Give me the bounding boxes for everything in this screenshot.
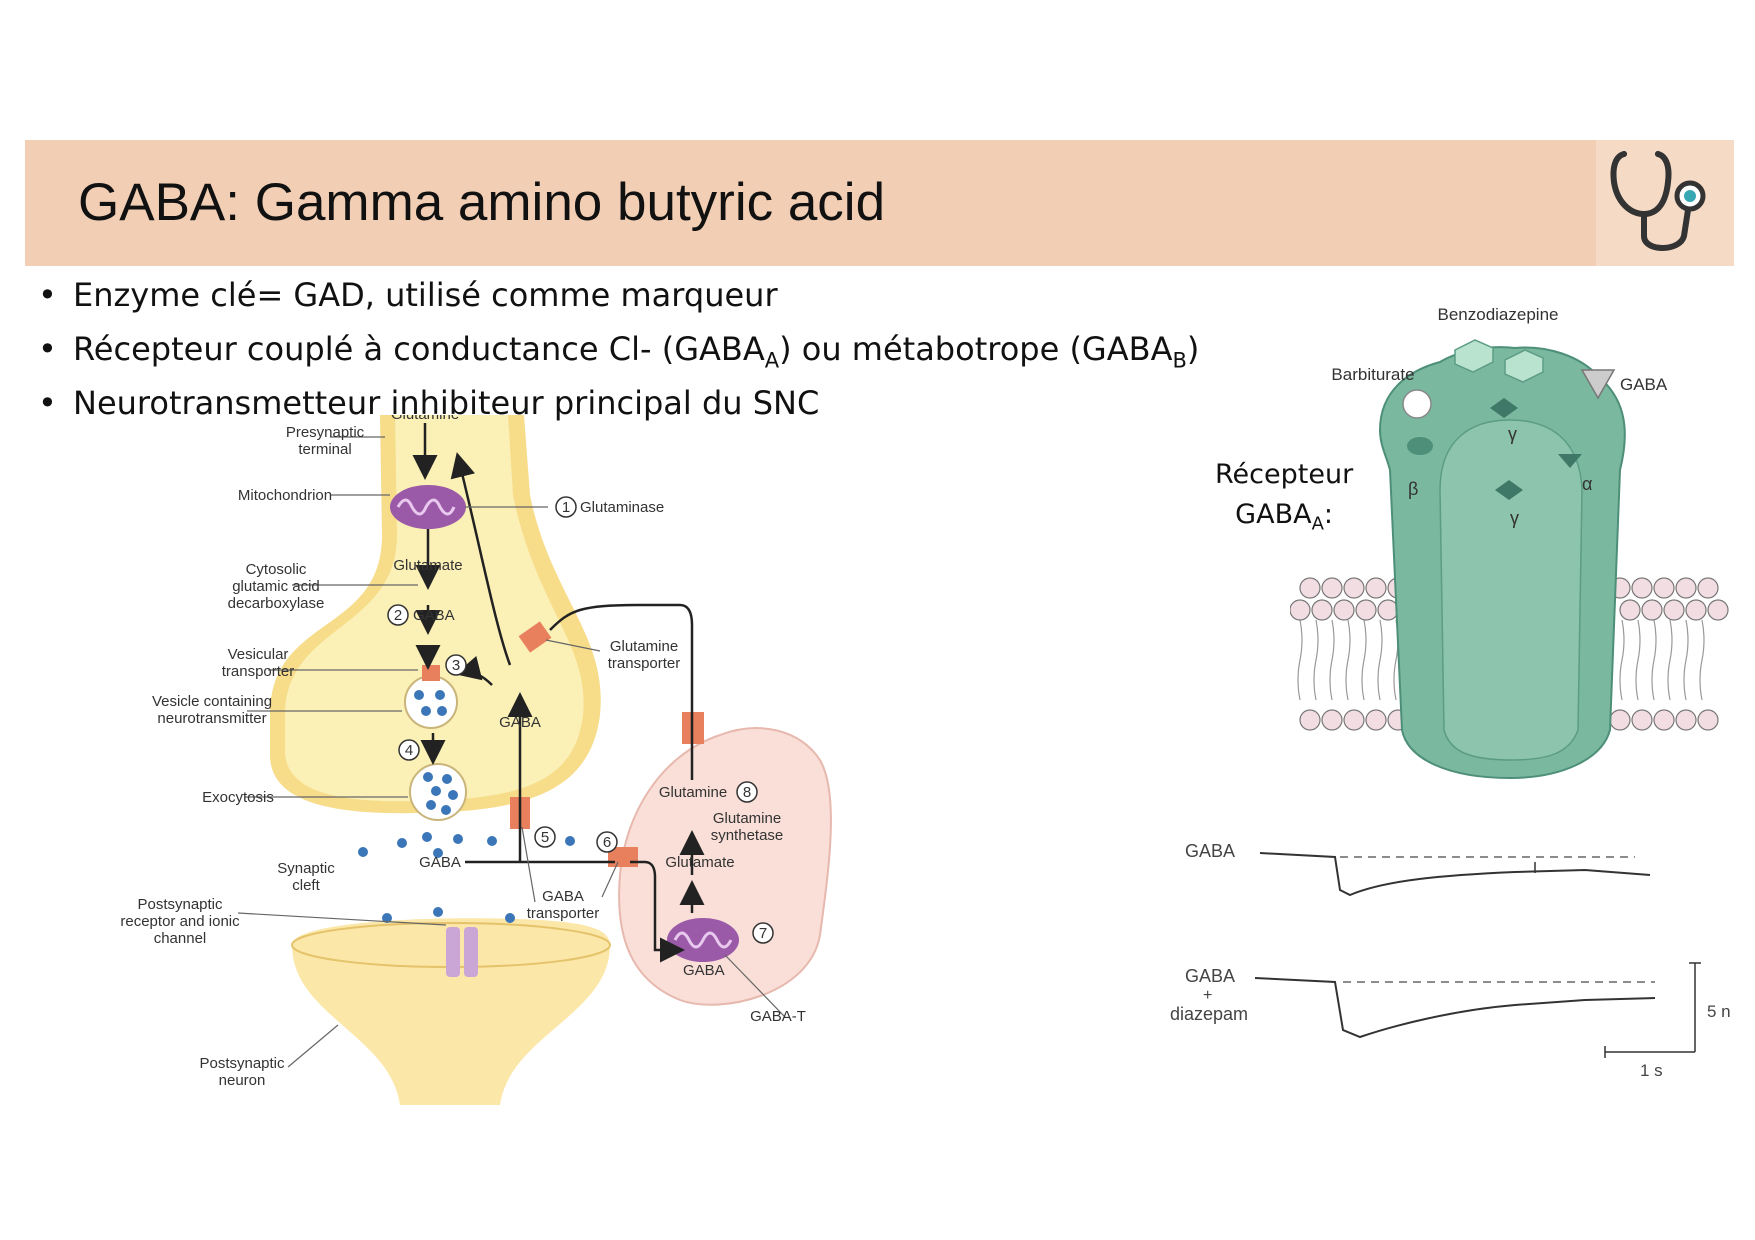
- step-number: 1: [562, 499, 570, 516]
- trace-gaba: [1259, 852, 1651, 897]
- bullet-item: •Enzyme clé= GAD, utilisé comme marqueur: [38, 276, 778, 314]
- title-bar: GABA: Gamma amino butyric acid: [25, 140, 1734, 266]
- label-vesicle: Vesicle containing: [152, 693, 272, 710]
- label-postsynaptic-receptor: Postsynaptic: [137, 896, 223, 913]
- gaba-molecules: [358, 832, 575, 923]
- label-gad: glutamic acid: [232, 578, 320, 595]
- trace-label-gaba-diazepam: GABA: [1185, 966, 1235, 986]
- slide-title: GABA: Gamma amino butyric acid: [78, 173, 886, 232]
- receptor-label: Récepteur GABAA:: [1215, 455, 1353, 544]
- trace-label-gaba: GABA: [1185, 841, 1235, 861]
- bullet-text: ) ou métabotrope (GABA: [779, 330, 1173, 368]
- scale-y-label: 5 n: [1707, 1002, 1731, 1021]
- label-gaba: GABA: [413, 607, 455, 624]
- step-number: 6: [603, 834, 611, 851]
- step-number: 3: [452, 657, 460, 674]
- label-gaba-glia: GABA: [683, 962, 725, 979]
- label-glutamine-glia: Glutamine: [659, 784, 727, 801]
- label-postsynaptic-receptor: receptor and ionic: [120, 913, 240, 930]
- subunit-gamma: γ: [1508, 424, 1517, 444]
- postsynaptic-channel: [446, 927, 478, 977]
- subscript-a: A: [764, 348, 780, 373]
- label-glutamine-synthetase: synthetase: [711, 827, 784, 844]
- stethoscope-icon: [1610, 151, 1706, 251]
- label-postsynaptic-neuron: Postsynaptic: [199, 1055, 285, 1072]
- bullet-text: ): [1186, 330, 1200, 368]
- label-mitochondrion: Mitochondrion: [238, 487, 332, 504]
- step-number: 2: [394, 607, 402, 624]
- label-postsynaptic-neuron: neuron: [219, 1072, 266, 1089]
- step-number: 7: [759, 925, 767, 942]
- bullet-list: •Enzyme clé= GAD, utilisé comme marqueur…: [38, 268, 1199, 430]
- label-gaba-transporter: GABA: [542, 888, 584, 905]
- gaba-a-receptor-diagram: β α γ γ Benzodiazepine Barbiturate GABA: [1290, 305, 1729, 780]
- bullet-text: Récepteur couplé à conductance Cl- (GABA: [73, 330, 765, 368]
- label-gaba-transporter: transporter: [527, 905, 600, 922]
- step-number: 8: [743, 784, 751, 801]
- label-gaba-cleft: GABA: [419, 854, 461, 871]
- bullet-item: •Récepteur couplé à conductance Cl- (GAB…: [38, 330, 1200, 373]
- step-number: 4: [405, 742, 413, 759]
- vesicle: [404, 675, 458, 729]
- label-vesicular-transporter: transporter: [222, 663, 295, 680]
- trace-gaba-diazepam: [1254, 977, 1656, 1039]
- label-gaba-t: GABA-T: [750, 1008, 806, 1025]
- gaba-ligand-icon: [1580, 369, 1616, 400]
- label-glutamine-transporter: Glutamine: [610, 638, 678, 655]
- subunit-beta: β: [1408, 479, 1418, 499]
- label-synaptic-cleft: Synaptic: [277, 860, 335, 877]
- label-exocytosis: Exocytosis: [202, 789, 274, 806]
- label-gad: decarboxylase: [228, 595, 325, 612]
- stethoscope-logo: [1596, 140, 1734, 266]
- label-glutamine-synthetase: Glutamine: [713, 810, 781, 827]
- label-presynaptic: Presynaptic: [286, 424, 365, 441]
- lipid-bilayer: [1290, 577, 1729, 731]
- label-vesicle: neurotransmitter: [157, 710, 266, 727]
- trace-label-diazepam: diazepam: [1170, 1004, 1248, 1024]
- label-glutaminase: Glutaminase: [580, 499, 664, 516]
- subunit-alpha: α: [1582, 474, 1592, 494]
- label-glutamine-transporter: transporter: [608, 655, 681, 672]
- benzodiazepine-icon: [1454, 339, 1544, 383]
- mitochondrion-icon-glia: [667, 918, 739, 962]
- mitochondrion-icon: [390, 485, 466, 529]
- barbiturate-icon: [1402, 389, 1432, 419]
- label-postsynaptic-receptor: channel: [154, 930, 207, 947]
- subscript-b: B: [1172, 348, 1187, 373]
- label-vesicular-transporter: Vesicular: [228, 646, 289, 663]
- vesicular-transporter: [422, 665, 440, 681]
- label-barbiturate: Barbiturate: [1331, 365, 1414, 384]
- label-gaba-ligand: GABA: [1620, 375, 1668, 394]
- trace-label-plus: +: [1203, 987, 1212, 1004]
- gaba-synapse-diagram: 1 2 3 4 5 6 7 8 Presynaptic terminal Glu…: [120, 415, 832, 1105]
- label-presynaptic: terminal: [298, 441, 351, 458]
- glutamine-transporter: [518, 621, 552, 653]
- scale-x-label: 1 s: [1640, 1061, 1663, 1080]
- label-glutamate-glia: Glutamate: [665, 854, 734, 871]
- receptor-label-line1: Récepteur: [1215, 459, 1354, 490]
- subunit-gamma-lower: γ: [1510, 508, 1519, 528]
- label-gaba-uptake: GABA: [499, 714, 541, 731]
- label-gad: Cytosolic: [246, 561, 307, 578]
- label-glutamine: Glutamine: [391, 415, 459, 423]
- bullet-text: Enzyme clé= GAD, utilisé comme marqueur: [73, 276, 778, 314]
- gaba-current-traces: GABA GABA + diazepam 5 n 1 s: [1170, 841, 1731, 1080]
- receptor-label-line2: GABAA:: [1235, 499, 1333, 535]
- step-number: 5: [541, 829, 549, 846]
- label-benzodiazepine: Benzodiazepine: [1438, 305, 1559, 324]
- label-glutamate: Glutamate: [393, 557, 462, 574]
- label-synaptic-cleft: cleft: [292, 877, 320, 894]
